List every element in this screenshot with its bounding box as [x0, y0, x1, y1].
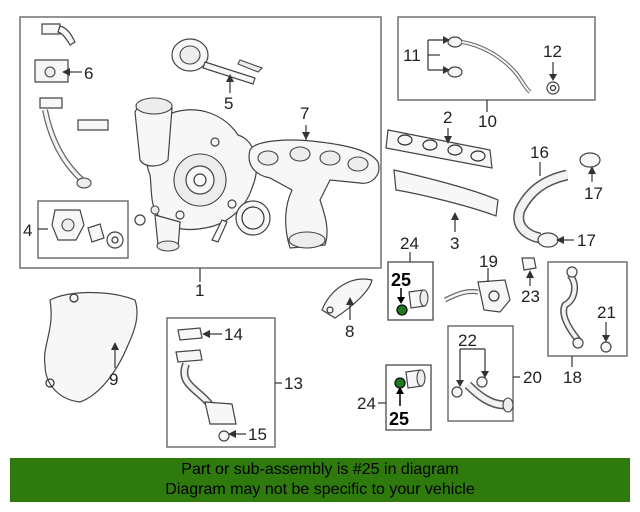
callout-21: 21 — [597, 303, 616, 322]
arrow-14 — [202, 330, 210, 338]
callout-24b: 24 — [357, 394, 376, 413]
oil-return-pipe-illustration — [175, 327, 237, 442]
arrow-25b — [396, 387, 404, 394]
arrow-21 — [602, 335, 610, 342]
callout-7: 7 — [300, 104, 309, 123]
callout-5: 5 — [224, 94, 233, 113]
arrow-12 — [549, 74, 557, 81]
box-oil-feed-pipe — [397, 16, 596, 101]
banner-line-1: Part or sub-assembly is #25 in diagram — [181, 461, 459, 478]
callout-1: 1 — [195, 281, 204, 300]
arrow-23 — [526, 270, 534, 278]
arrow-25a — [397, 297, 405, 304]
callout-4: 4 — [23, 221, 32, 240]
turbocharger-illustration — [134, 97, 258, 252]
stud-bolt-illustration — [134, 205, 228, 243]
coolant-hose-illustration — [513, 152, 601, 248]
heat-shield-gasket-illustration — [393, 169, 499, 217]
arrow-3 — [451, 212, 459, 220]
clip-illustration — [521, 257, 537, 271]
coolant-fitting-illustration — [443, 279, 511, 313]
callout-14: 14 — [224, 325, 243, 344]
callout-15: 15 — [248, 425, 267, 444]
arrow-22b — [481, 371, 489, 378]
box-water-pipe — [447, 325, 514, 422]
banner-line-2: Diagram may not be specific to your vehi… — [165, 481, 475, 498]
arrow-7 — [302, 132, 310, 140]
callout-2: 2 — [443, 108, 452, 127]
arrow-17a — [588, 166, 596, 174]
part-25-seal-lower — [394, 377, 406, 389]
callout-25a: 25 — [391, 270, 411, 290]
arrow-6 — [62, 68, 70, 76]
callout-17b: 17 — [577, 231, 596, 250]
callout-12: 12 — [543, 42, 562, 61]
water-pipe-illustration — [451, 376, 514, 413]
callout-23: 23 — [521, 287, 540, 306]
callout-25b: 25 — [389, 409, 409, 429]
callout-22: 22 — [458, 331, 477, 350]
part-info-banner: Part or sub-assembly is #25 in diagram D… — [10, 458, 630, 502]
arrow-8 — [346, 297, 354, 305]
arrow-11b — [443, 66, 450, 74]
callout-3: 3 — [450, 234, 459, 253]
turbo-gasket-illustration — [235, 200, 271, 236]
arrow-22a — [456, 380, 464, 387]
callout-10: 10 — [478, 112, 497, 131]
wastegate-parts-illustration — [51, 209, 124, 249]
arrow-15 — [228, 430, 236, 438]
wastegate-actuator-illustration — [171, 38, 263, 85]
bracket-illustration — [321, 278, 373, 319]
callout-24a: 24 — [400, 234, 419, 253]
callout-11: 11 — [403, 46, 421, 65]
exhaust-manifold-illustration — [248, 139, 380, 249]
arrow-17b — [556, 236, 564, 244]
callout-13: 13 — [284, 374, 303, 393]
callout-17a: 17 — [584, 184, 603, 203]
callout-6: 6 — [84, 64, 93, 83]
box-wastegate-parts — [37, 200, 129, 259]
manifold-gasket-illustration — [385, 129, 493, 169]
solenoid-hose-illustration — [34, 23, 109, 189]
arrow-2 — [444, 136, 452, 144]
callout-9: 9 — [109, 370, 118, 389]
part-25-seal-upper — [396, 304, 408, 316]
arrow-5 — [226, 74, 234, 82]
callout-16: 16 — [530, 143, 549, 162]
callout-19: 19 — [479, 252, 498, 271]
box-water-return-pipe — [547, 261, 628, 357]
water-return-pipe-illustration — [560, 266, 612, 353]
callout-8: 8 — [345, 322, 354, 341]
oil-feed-pipe-illustration — [447, 36, 560, 95]
callout-18: 18 — [563, 368, 582, 387]
arrow-11a — [443, 36, 450, 44]
callout-20: 20 — [523, 368, 542, 387]
heat-shield-illustration — [43, 291, 138, 403]
arrow-9 — [111, 342, 119, 350]
fitting-upper-illustration — [396, 289, 429, 316]
